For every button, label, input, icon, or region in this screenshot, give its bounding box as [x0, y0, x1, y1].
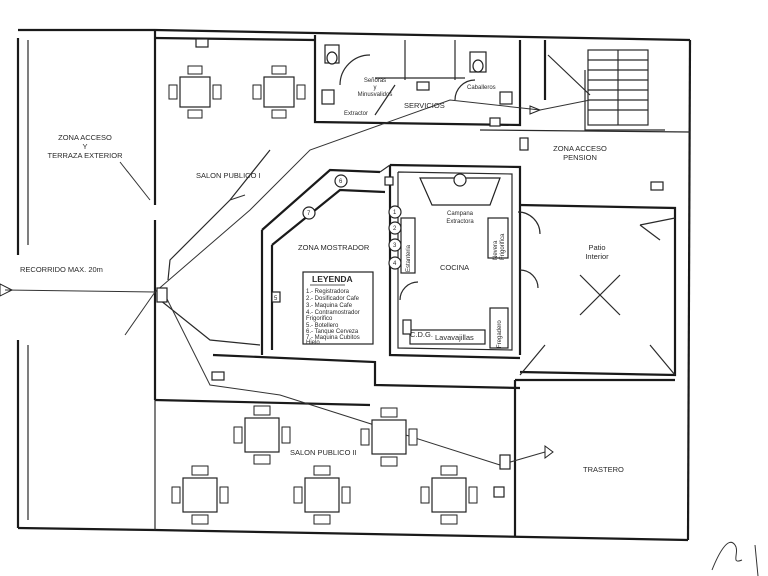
dishwasher-counter — [409, 329, 486, 345]
extractor-hood — [419, 177, 501, 206]
evacuation-distance-label: RECORRIDO MAX. 20m — [20, 265, 103, 274]
sink-label: Fregadero — [497, 320, 503, 348]
legend-item: 6.- Tanque Cerveza — [306, 329, 359, 335]
walls — [16, 28, 692, 542]
number-label: 4 — [393, 261, 397, 267]
gents-label: Caballeros — [467, 85, 496, 91]
number-label: 7 — [307, 211, 311, 217]
signature — [711, 542, 759, 576]
number-label: 2 — [393, 226, 397, 232]
legend-item: 7.- Maquina Cubitos — [306, 335, 360, 341]
number-label: 6 — [339, 179, 343, 185]
terrace-label-line2: Y — [82, 142, 87, 151]
hood-label-line2: Extractora — [446, 219, 474, 225]
fridge-label-line2: Frigorifica — [500, 233, 506, 260]
fridge-label-line1: Nevera — [493, 240, 499, 260]
fridge — [487, 217, 509, 259]
legend-box: LEYENDA 1.- Registradora 2.- Dosificador… — [302, 271, 374, 346]
item-7-marker — [302, 206, 316, 220]
extractor-label: Extractor — [344, 111, 368, 117]
item-1-marker — [388, 205, 402, 219]
table-set — [168, 65, 222, 119]
bar-equipment — [271, 173, 541, 349]
storage-label: TRASTERO — [583, 465, 624, 474]
ladies-label-line2: y — [374, 85, 377, 91]
table-set — [420, 465, 478, 525]
staircase — [547, 49, 649, 126]
restroom-fixtures — [321, 44, 513, 116]
table-set — [360, 407, 418, 467]
terrace-label-line3: TERRAZA EXTERIOR — [47, 151, 123, 160]
patio-cross — [519, 217, 676, 376]
ladies-label-line1: Señoras — [364, 78, 386, 84]
pension-label-line2: PENSION — [563, 153, 597, 162]
table-set — [293, 465, 351, 525]
dishwasher-label: Lavavajillas — [435, 333, 474, 342]
terrace-label-line1: ZONA ACCESO — [58, 133, 112, 142]
number-label: 5 — [274, 296, 278, 302]
table-set — [171, 465, 229, 525]
room-labels: ZONA ACCESO Y TERRAZA EXTERIOR RECORRIDO… — [20, 78, 624, 474]
cdg-label: C.D.G. — [410, 330, 433, 339]
patio-label-line2: Interior — [585, 252, 609, 261]
legend-title: LEYENDA — [312, 274, 353, 284]
item-6-marker — [334, 174, 348, 188]
patio-label-line1: Patio — [588, 243, 605, 252]
extinguisher-signs — [156, 38, 664, 498]
shelving-label: Estanteria — [406, 244, 412, 272]
salon-1-tables — [168, 65, 306, 119]
shelving — [400, 217, 416, 274]
ladies-label-line3: Minusvalidos — [358, 92, 393, 98]
kitchen-label: COCINA — [440, 263, 469, 272]
item-5-marker — [271, 291, 281, 303]
counter-zone-label: ZONA MOSTRADOR — [298, 243, 370, 252]
salon-1-label: SALON PUBLICO I — [196, 171, 261, 180]
legend-item: 2.- Dosificador Cafe — [306, 296, 360, 302]
hood-label-line1: Campana — [447, 211, 474, 217]
legend-item: 5.- Botellero — [306, 323, 339, 329]
sink — [489, 307, 509, 349]
table-set — [252, 65, 306, 119]
number-label: 3 — [393, 243, 397, 249]
table-set — [233, 405, 291, 465]
services-label: SERVICIOS — [404, 101, 445, 110]
salon-2-label: SALON PUBLICO II — [290, 448, 357, 457]
pension-label-line1: ZONA ACCESO — [553, 144, 607, 153]
legend-item: Frigorifico — [306, 316, 333, 322]
number-label: 1 — [393, 210, 397, 216]
legend-item: 4.- Contramostrador — [306, 310, 360, 316]
legend-item: 3.- Maquina Cafe — [306, 303, 353, 309]
legend-item: 1.- Registradora — [306, 289, 350, 295]
salon-2-tables — [171, 405, 478, 525]
legend-item: Hielo — [306, 340, 320, 346]
equipment-numbers: 1 2 3 4 5 6 7 — [274, 179, 397, 302]
